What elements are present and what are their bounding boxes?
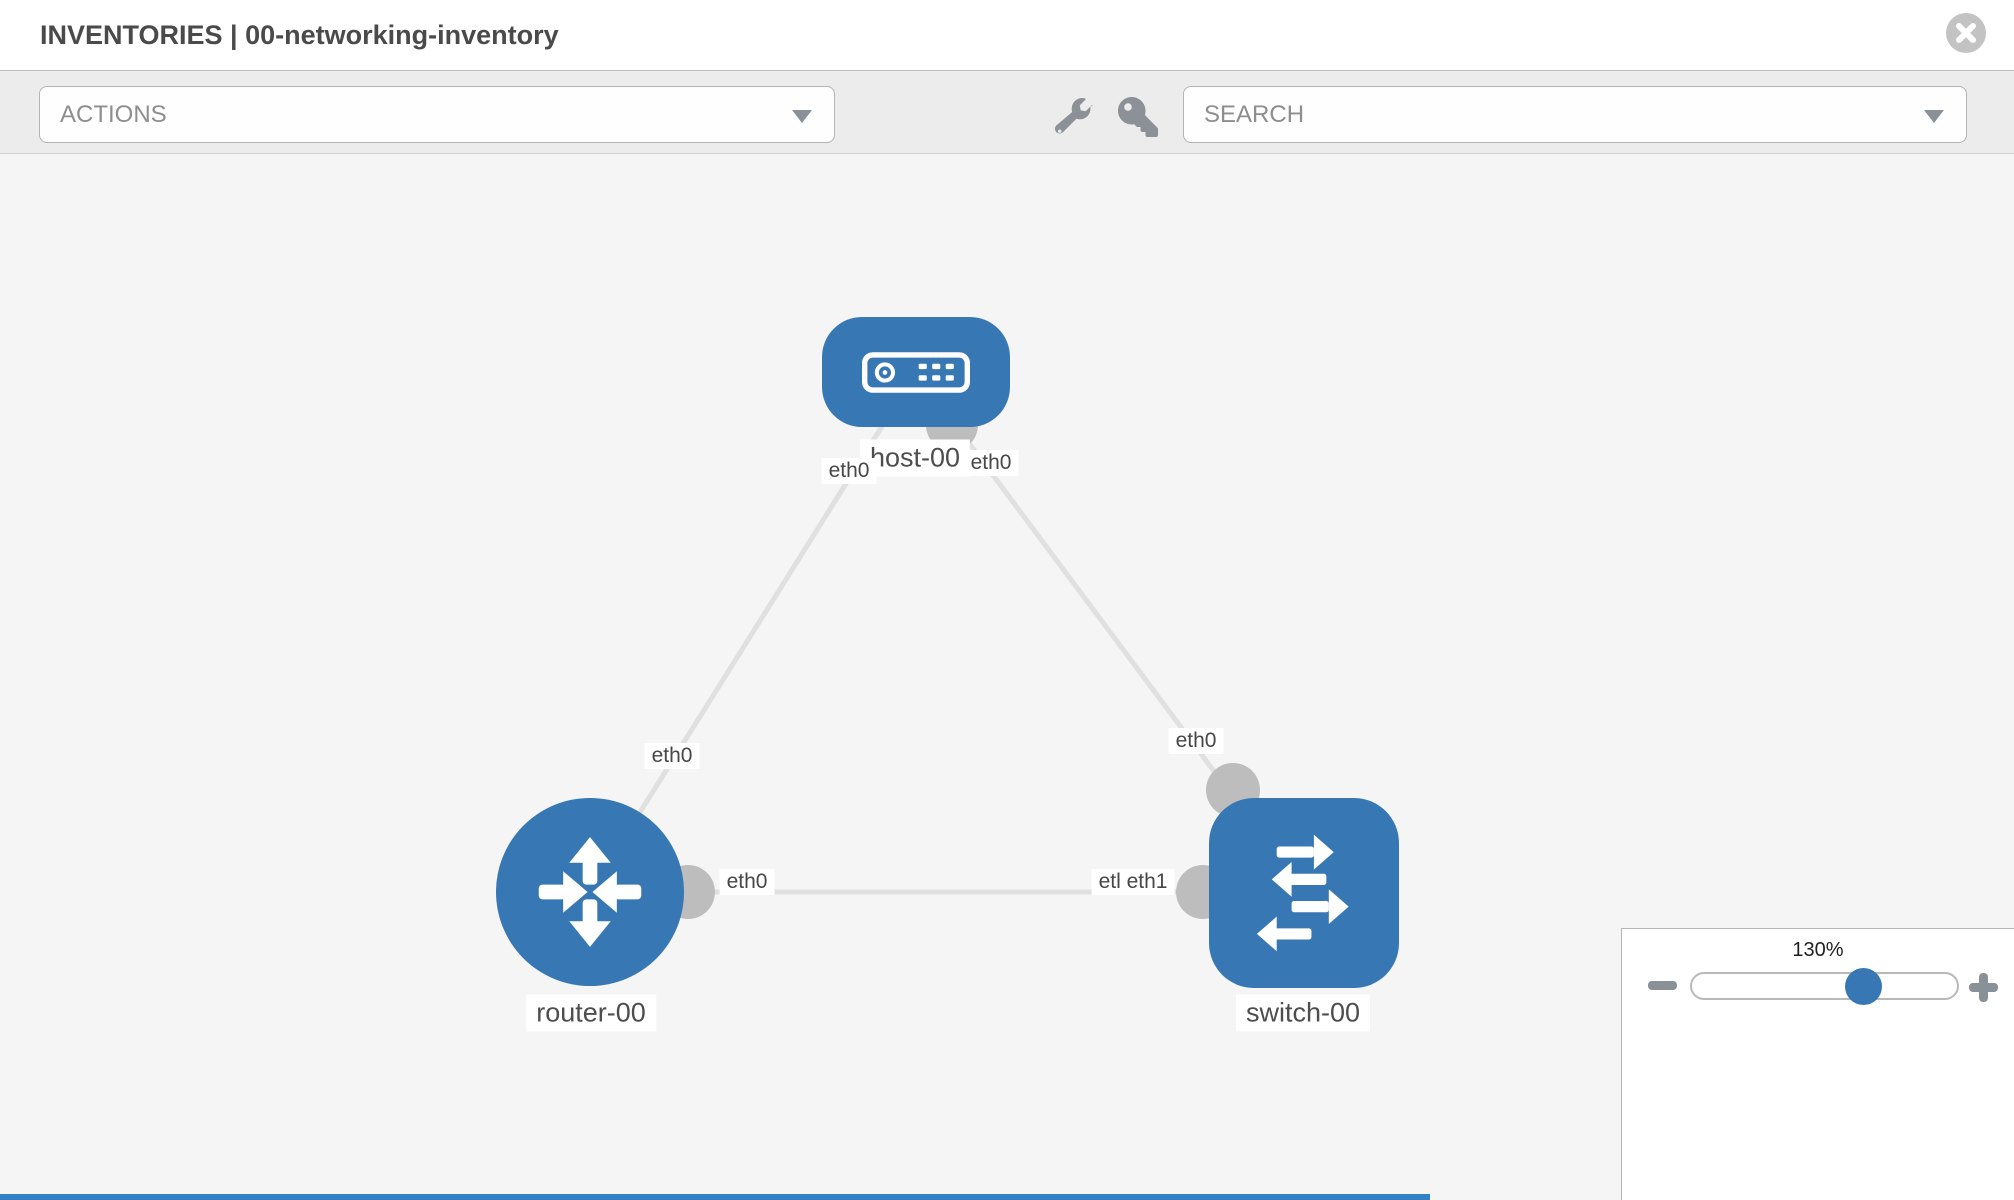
node-router-00[interactable] bbox=[496, 798, 684, 986]
port-label-switch-uplink: eth0 bbox=[1168, 728, 1224, 754]
node-label-switch: switch-00 bbox=[1235, 994, 1371, 1032]
node-switch-00[interactable] bbox=[1209, 798, 1399, 988]
zoom-panel: 130% bbox=[1621, 928, 2014, 1200]
zoom-out-button[interactable] bbox=[1648, 981, 1677, 990]
chevron-down-icon bbox=[1924, 110, 1944, 123]
credentials-button[interactable] bbox=[1116, 95, 1160, 139]
tools-button[interactable] bbox=[1052, 95, 1096, 139]
zoom-slider-handle[interactable] bbox=[1845, 968, 1882, 1005]
node-host-00[interactable] bbox=[822, 317, 1010, 427]
search-dropdown[interactable]: SEARCH bbox=[1183, 86, 1967, 143]
node-label-host: host-00 bbox=[859, 439, 971, 477]
actions-dropdown[interactable]: ACTIONS bbox=[39, 86, 835, 143]
key-icon bbox=[1118, 97, 1158, 137]
actions-dropdown-label: ACTIONS bbox=[60, 100, 167, 128]
port-label-router-right: eth0 bbox=[719, 869, 775, 895]
port-label-host-left: eth0 bbox=[821, 458, 877, 484]
close-button[interactable] bbox=[1946, 13, 1986, 53]
switch-icon bbox=[1256, 834, 1349, 952]
zoom-in-button[interactable] bbox=[1969, 973, 1998, 1002]
zoom-level: 130% bbox=[1792, 939, 1844, 961]
close-icon bbox=[1956, 23, 1976, 43]
header: INVENTORIES | 00-networking-inventory bbox=[0, 0, 2014, 70]
port-label-switch-left: eth1 bbox=[1119, 869, 1175, 895]
wrench-icon bbox=[1055, 98, 1093, 134]
zoom-slider-track[interactable] bbox=[1690, 972, 1959, 1000]
node-label-router: router-00 bbox=[526, 994, 656, 1032]
bottom-accent-strip bbox=[0, 1194, 1430, 1200]
host-icon bbox=[862, 351, 970, 393]
plus-icon bbox=[1979, 973, 1988, 1002]
port-label-host-right: eth0 bbox=[963, 450, 1019, 476]
toolbar: ACTIONS SEARCH bbox=[0, 70, 2014, 154]
router-icon bbox=[538, 837, 642, 947]
page-title: INVENTORIES | 00-networking-inventory bbox=[40, 20, 559, 50]
chevron-down-icon bbox=[792, 110, 812, 123]
port-label-router-uplink: eth0 bbox=[644, 743, 700, 769]
search-dropdown-label: SEARCH bbox=[1204, 100, 1305, 128]
